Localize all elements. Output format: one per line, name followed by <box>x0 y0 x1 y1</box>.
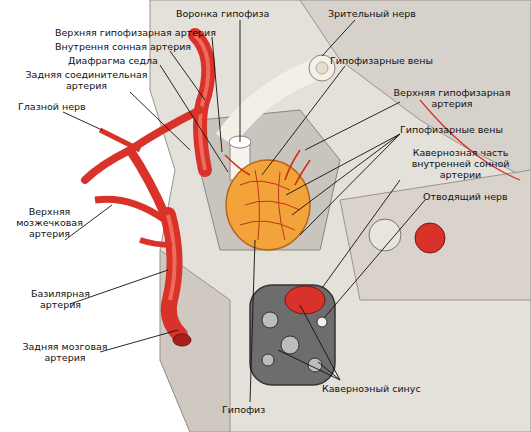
pituitary <box>226 160 310 250</box>
artery-highlight <box>195 35 208 170</box>
leader-line <box>250 240 255 402</box>
optic-nerve-cut <box>316 62 328 74</box>
pituitary-vessels <box>240 170 300 240</box>
leader-line <box>160 65 228 172</box>
leader-line <box>63 112 102 130</box>
bone-ridge <box>340 170 531 300</box>
skull-base <box>150 0 531 432</box>
leader-line <box>170 51 205 100</box>
part-label: Задняя соединительная артерия <box>14 69 159 91</box>
basilar-artery <box>168 215 180 335</box>
artery-cut <box>173 334 191 346</box>
part-label: Задняя мозговая артерия <box>10 341 120 363</box>
leader-line <box>100 330 178 352</box>
leader-line <box>286 134 400 235</box>
leader-line <box>324 200 425 318</box>
cavernous-carotid <box>285 286 325 314</box>
optic-nerve <box>225 68 320 140</box>
leader-line <box>278 305 340 380</box>
part-label: Верхняя мозжечковая артерия <box>2 206 97 239</box>
part-label: Отводящий нерв <box>423 191 528 202</box>
part-label: Воронка гипофиза <box>176 8 306 19</box>
sinus-trabecula <box>262 312 278 328</box>
part-label: Зрительный нерв <box>328 8 448 19</box>
leader-line <box>240 20 241 142</box>
leader-line <box>322 20 355 56</box>
part-label: Гипофиз <box>222 404 302 415</box>
internal-carotid <box>195 35 208 170</box>
carotid-cut <box>415 223 445 253</box>
sinus-trabecula <box>262 354 274 366</box>
leader-line <box>322 180 400 288</box>
part-label: Внутрення сонная артерия <box>55 41 235 52</box>
leader-line <box>130 92 190 150</box>
sinus-trabecula <box>281 336 299 354</box>
part-label: Базилярная артерия <box>18 288 103 310</box>
cavernous-sinus <box>250 285 335 385</box>
part-label: Кавернозная часть внутренней сонной арте… <box>398 147 523 180</box>
part-label: Верхняя гипофизарная артерия <box>392 87 512 109</box>
part-label: Верхняя гипофизарная артерия <box>55 27 245 38</box>
leader-line <box>212 37 222 152</box>
leader-line <box>262 66 345 175</box>
ophthalmic-vessel <box>100 130 140 150</box>
part-label: Гипофизарные вены <box>400 124 520 135</box>
artery-highlight <box>168 215 175 300</box>
part-label: Глазной нерв <box>18 101 98 112</box>
artery-branch <box>140 240 172 245</box>
leader-line <box>305 102 400 150</box>
part-label: Каверноэный синус <box>322 383 462 394</box>
part-label: Гипофизарные вены <box>330 55 460 66</box>
part-label: Диафрагма седла <box>68 55 198 66</box>
abducens-nerve <box>317 317 327 327</box>
